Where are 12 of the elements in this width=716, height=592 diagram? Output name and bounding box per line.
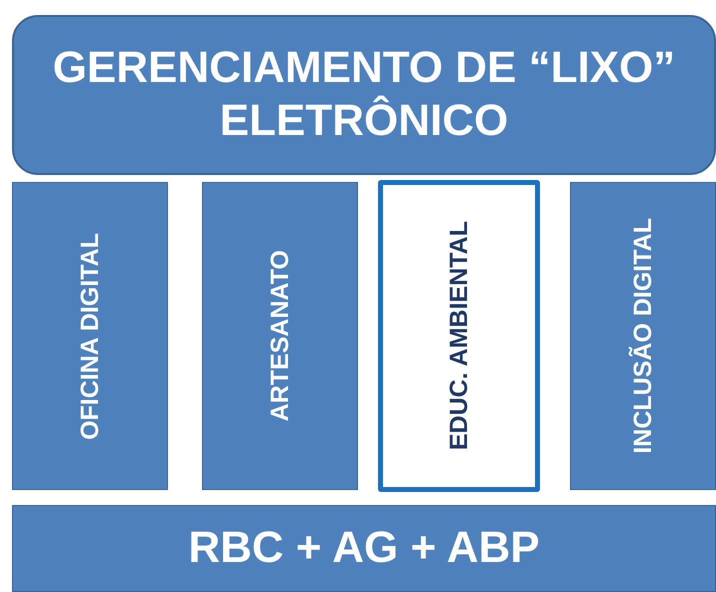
highlighted-pillar-box	[378, 180, 540, 492]
pillar-label: INCLUSÃO DIGITAL	[628, 218, 658, 454]
base-banner	[12, 505, 716, 592]
pillar-label: EDUC. AMBIENTAL	[444, 221, 474, 451]
pillar-box	[570, 182, 716, 490]
heading-text: RBC + AG + ABP	[187, 522, 541, 574]
heading-text: GERENCIAMENTO DE “LIXO” ELETRÔNICO	[52, 42, 676, 147]
pillar-label: OFICINA DIGITAL	[75, 232, 105, 440]
roof-banner	[12, 15, 716, 175]
pillar-box	[12, 182, 168, 490]
pillar-label: ARTESANATO	[265, 250, 295, 422]
pillar-box	[202, 182, 358, 490]
